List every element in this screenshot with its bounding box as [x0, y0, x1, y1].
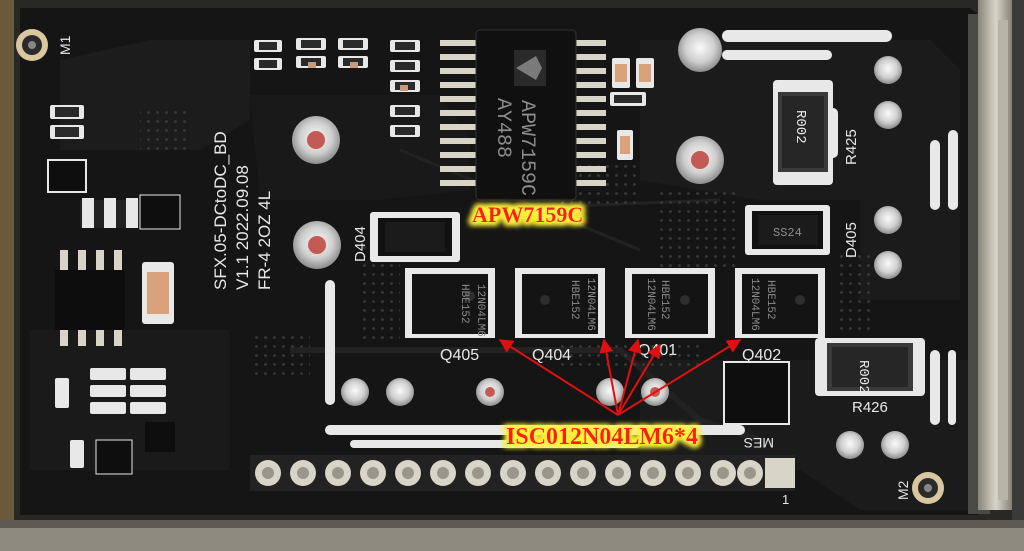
- pin-header: [250, 455, 795, 491]
- mosfet-q405: 12N04LM6 HBE152: [405, 268, 495, 338]
- ref-q404: Q404: [532, 347, 571, 364]
- mes-pad: [723, 361, 790, 425]
- label-m1: M1: [57, 35, 73, 55]
- diode-d405-marking: SS24: [773, 226, 802, 240]
- ref-q402: Q402: [742, 347, 781, 364]
- board-material: FR-4 2OZ 4L: [255, 191, 274, 290]
- pin1-marker: 1: [782, 492, 789, 507]
- output-terminal: [978, 0, 1014, 510]
- board-version-date: V1.1 2022.09.08: [233, 165, 252, 290]
- callout-mosfets: ISC012N04LM6*4: [506, 424, 698, 450]
- mosfet-q404-marking-1: 12N04LM6: [584, 278, 596, 331]
- mosfet-q404-marking-2: HBE152: [568, 280, 580, 320]
- ref-d404: D404: [352, 226, 369, 262]
- silkscreen-bars: [325, 30, 958, 448]
- diode-d404: [370, 212, 460, 262]
- ref-q405: Q405: [440, 347, 479, 364]
- left-components: [47, 159, 181, 475]
- mosfet-q401: 12N04LM6 HBE152: [625, 268, 715, 338]
- mosfet-q405-marking-2: HBE152: [458, 284, 470, 324]
- mosfet-q402-marking-2: HBE152: [764, 280, 776, 320]
- resistor-r426: R002: [815, 338, 925, 396]
- mosfet-q401-marking-1: 12N04LM6: [644, 278, 656, 331]
- logo-icon: [514, 50, 546, 86]
- plated-holes: [292, 28, 909, 459]
- ref-d405: D405: [843, 222, 860, 258]
- board-name: SFX.05-DCtoDC_BD: [211, 131, 230, 290]
- resistor-r425-value: R002: [792, 110, 808, 144]
- mosfet-q405-marking-1: 12N04LM6: [474, 284, 486, 337]
- so8-ic: [55, 270, 125, 330]
- ref-r425: R425: [843, 129, 860, 165]
- smd-passives: [50, 38, 654, 324]
- ref-r426: R426: [852, 399, 888, 416]
- callout-apw7159c: APW7159C: [472, 202, 583, 227]
- controller-marking-1: APW7159C: [515, 100, 538, 196]
- mosfet-q401-marking-2: HBE152: [658, 280, 670, 320]
- mosfet-q404: 12N04LM6 HBE152: [515, 268, 605, 338]
- diode-d405: SS24: [745, 205, 830, 255]
- mosfet-q402-marking-1: 12N04LM6: [748, 278, 760, 331]
- resistor-r426-value: R002: [855, 360, 871, 394]
- label-mes: MES: [744, 435, 774, 451]
- resistor-r425: R002: [773, 80, 833, 185]
- mount-hole-m2: [912, 472, 944, 504]
- controller-ic: APW7159C AY488: [440, 29, 606, 201]
- callout-arrows: [498, 338, 742, 416]
- mount-hole-m1: [16, 29, 48, 61]
- label-m2: M2: [895, 480, 911, 500]
- controller-marking-2: AY488: [491, 98, 514, 158]
- mosfet-q402: 12N04LM6 HBE152: [735, 268, 825, 338]
